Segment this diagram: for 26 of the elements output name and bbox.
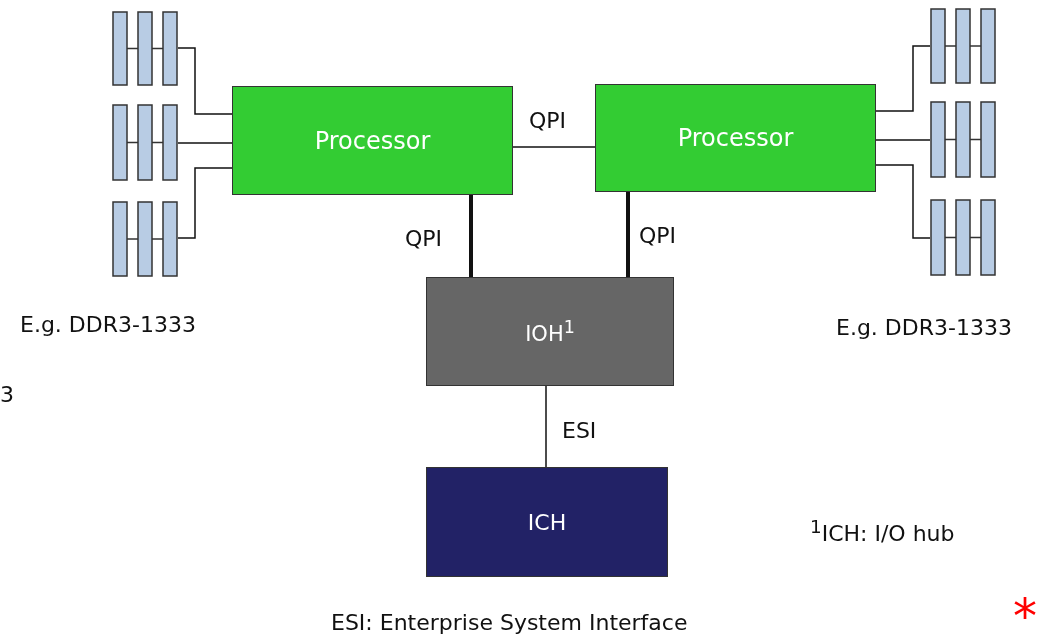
memory-module-row bbox=[930, 199, 996, 276]
bus-line bbox=[469, 195, 473, 277]
bus-line bbox=[545, 385, 547, 468]
bus-line bbox=[626, 192, 630, 277]
hub-box: ICH bbox=[426, 467, 668, 577]
connector-line bbox=[512, 146, 596, 148]
connector-line bbox=[875, 164, 931, 239]
caption-text: ESI: Enterprise System Interface bbox=[331, 610, 688, 635]
asterisk-mark: * bbox=[1013, 588, 1037, 637]
connector-line bbox=[177, 142, 233, 144]
connector-line bbox=[875, 45, 931, 112]
connector-line bbox=[875, 139, 931, 141]
memory-note: E.g. DDR3-1333 bbox=[836, 315, 1012, 340]
memory-module-row bbox=[112, 201, 178, 277]
hub-box: IOH$^{1}$ bbox=[426, 277, 674, 386]
footnote-text: $^{1}$ICH: I/O hub bbox=[810, 516, 955, 547]
memory-note: E.g. DDR3-1333 bbox=[20, 312, 196, 337]
processor-box: Processor bbox=[595, 84, 876, 192]
footnote-text: 3 bbox=[0, 382, 14, 407]
processor-box: Processor bbox=[232, 86, 513, 195]
connector-line bbox=[177, 167, 233, 239]
connector-line bbox=[177, 47, 233, 115]
memory-module-row bbox=[930, 101, 996, 178]
memory-module-row bbox=[112, 104, 178, 181]
memory-module-row bbox=[930, 8, 996, 84]
memory-module-row bbox=[112, 11, 178, 86]
